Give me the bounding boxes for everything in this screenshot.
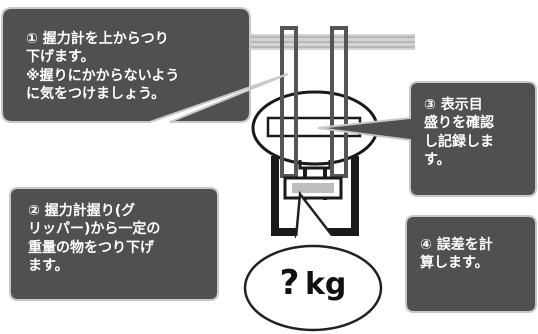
callout-box-3: [317, 81, 537, 197]
callout-box-2: [9, 187, 219, 301]
step-4-marker: ④: [420, 237, 432, 253]
step-4-text: 誤差を計 算します。: [420, 237, 493, 272]
step-3-text: 表示目 盛りを確認 し記録しま す。: [424, 97, 494, 169]
step-3-callout: ③ 表示目 盛りを確認 し記録しま す。: [424, 96, 534, 170]
straps: [280, 26, 348, 178]
callout-box-1: [1, 7, 289, 123]
weight-label: ? kg: [250, 266, 376, 300]
step-4-callout: ④ 誤差を計 算します。: [420, 236, 532, 273]
step-1-text: 握力計を上からつり 下げます。 ※握りにかからないよう に気をつけましょう。: [26, 31, 180, 103]
question-mark: ?: [279, 263, 300, 303]
step-1-marker: ①: [26, 31, 38, 47]
step-2-marker: ②: [28, 203, 40, 219]
dynamometer-body: [251, 90, 379, 236]
step-3-marker: ③: [424, 97, 436, 113]
weight-bubble: [243, 190, 383, 332]
hanging-rod: [205, 34, 415, 50]
step-1-callout: ① 握力計を上からつり 下げます。 ※握りにかからないよう に気をつけましょう。: [26, 30, 250, 104]
step-2-callout: ② 握力計握り(グ リッパー)から一定の 重量の物をつり下げ ます。: [28, 202, 216, 276]
step-2-text: 握力計握り(グ リッパー)から一定の 重量の物をつり下げ ます。: [28, 203, 161, 275]
unit-kg: kg: [304, 267, 347, 302]
callout-box-4: [405, 215, 537, 313]
